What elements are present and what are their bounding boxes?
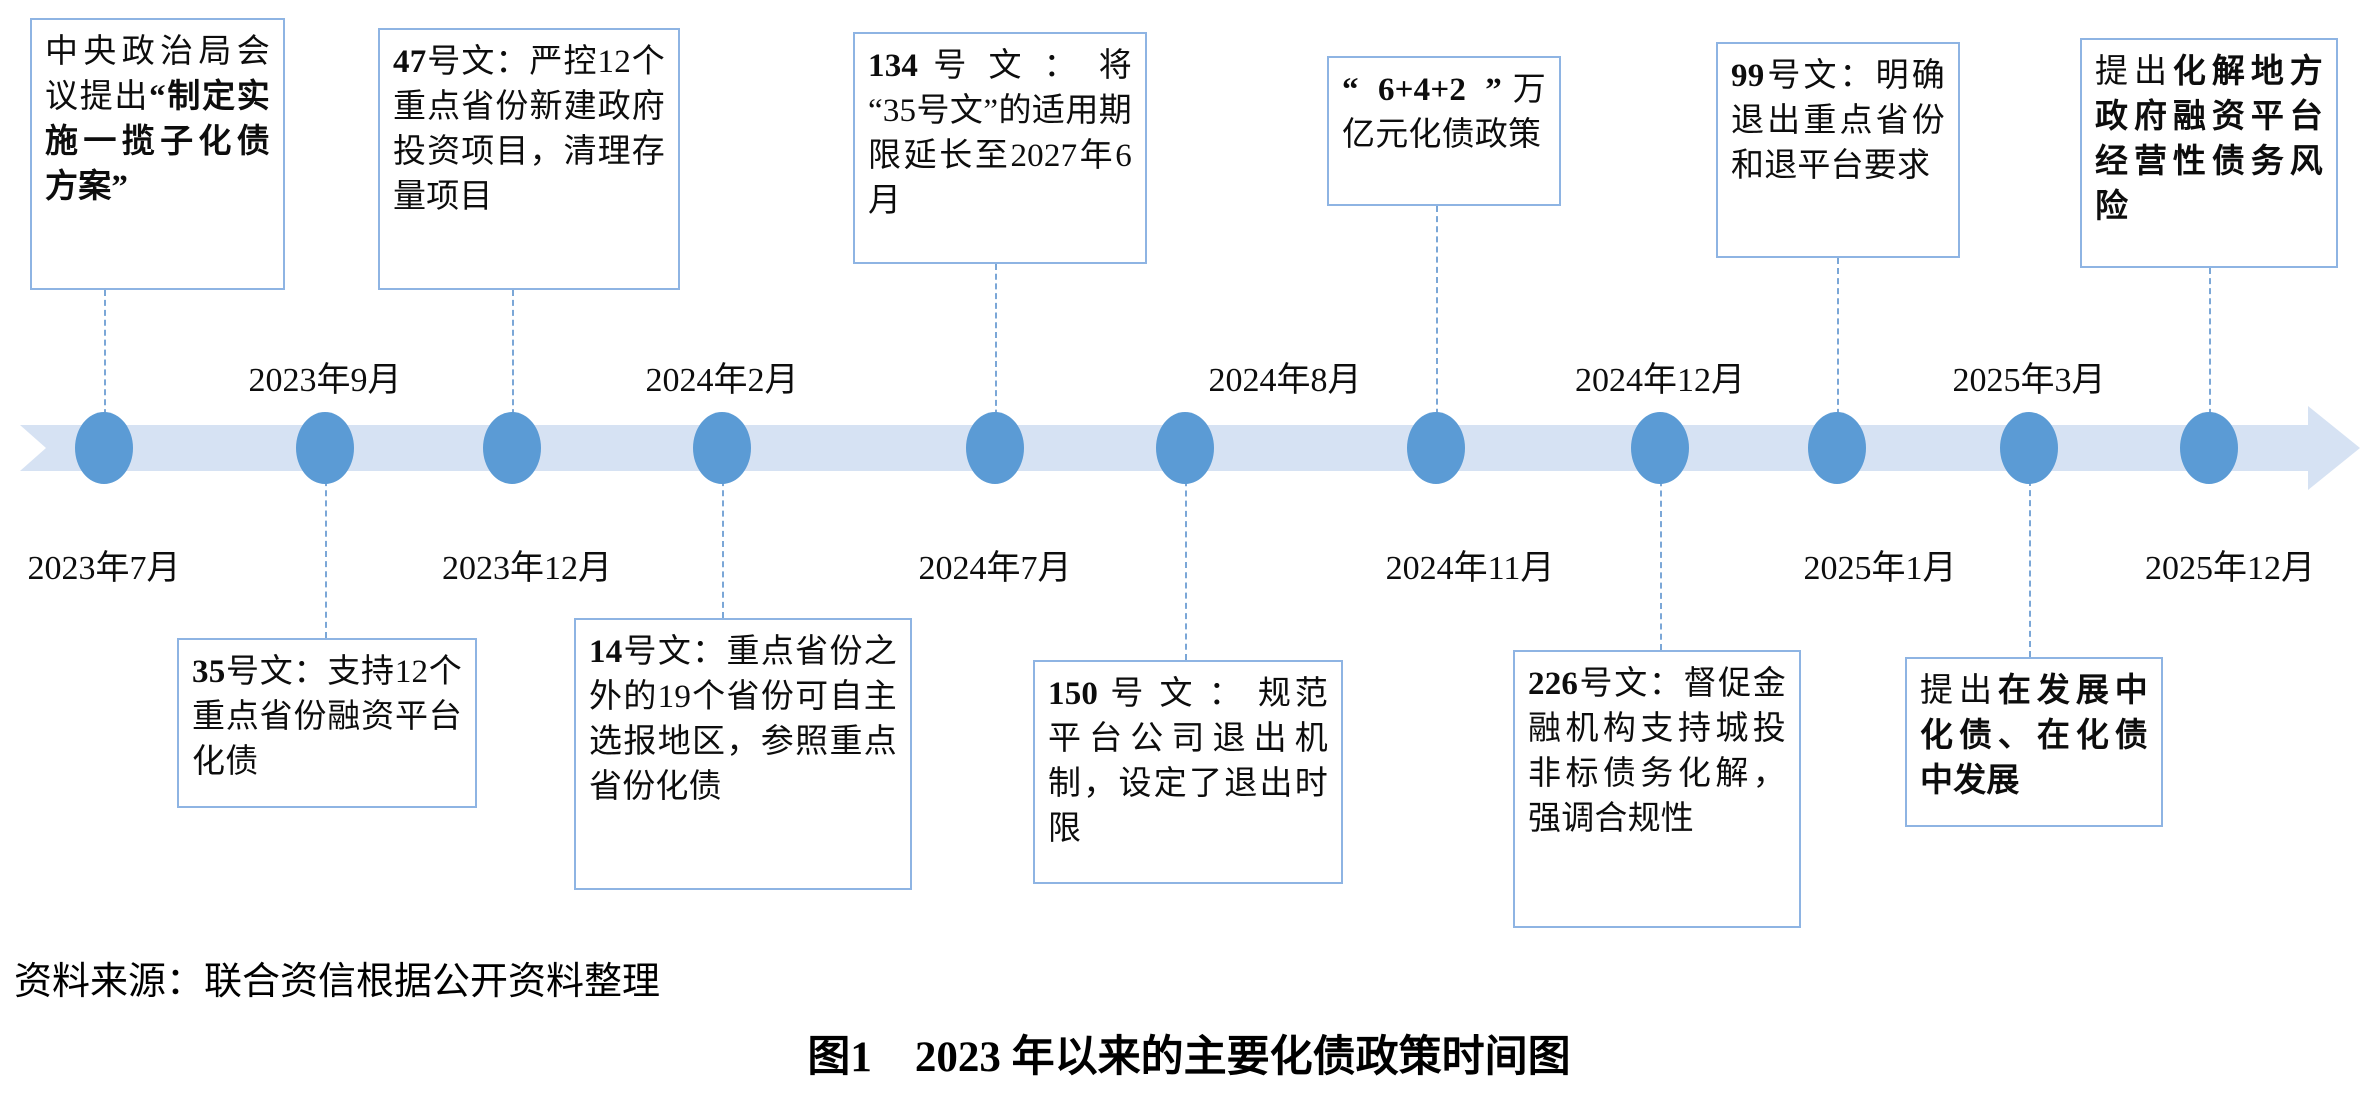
timeline-arrow-head	[2308, 406, 2360, 490]
callout-box-top-4: “ 6+4+2 ”万亿元化债政策	[1327, 56, 1561, 206]
date-label-2025-01: 2025年1月	[1803, 550, 1957, 587]
connector-line-top-1	[104, 290, 106, 435]
date-label-2024-07: 2024年7月	[918, 550, 1072, 587]
callout-box-bottom-1: 35号文：支持12个重点省份融资平台化债	[177, 638, 477, 808]
date-label-2024-11: 2024年11月	[1385, 550, 1555, 587]
date-label-2025-12: 2025年12月	[2145, 550, 2315, 587]
callout-text: 99号文：明确退出重点省份和退平台要求	[1731, 58, 1945, 184]
source-note: 资料来源：联合资信根据公开资料整理	[14, 961, 661, 1003]
timeline-node-2[interactable]	[296, 412, 354, 484]
callout-text: 提出化解地方政府融资平台经营性债务风险	[2095, 54, 2323, 225]
date-label-2024-12: 2024年12月	[1575, 362, 1745, 399]
callout-box-bottom-4: 226号文：督促金融机构支持城投非标债务化解，强调合规性	[1513, 650, 1801, 928]
timeline-node-5[interactable]	[966, 412, 1024, 484]
connector-line-bottom-3	[1185, 470, 1187, 660]
callout-text: 134 号 文 ： 将 “35号文”的适用期限延长至2027年6月	[868, 48, 1132, 219]
connector-line-top-3	[995, 264, 997, 435]
callout-box-top-1: 中央政治局会议提出“制定实施一揽子化债方案”	[30, 18, 285, 290]
callout-text: 35号文：支持12个重点省份融资平台化债	[192, 654, 462, 780]
timeline-node-6[interactable]	[1156, 412, 1214, 484]
timeline-node-11[interactable]	[2180, 412, 2238, 484]
callout-box-top-5: 99号文：明确退出重点省份和退平台要求	[1716, 42, 1960, 258]
callout-box-top-2: 47号文：严控12个重点省份新建政府投资项目，清理存量项目	[378, 28, 680, 290]
date-label-2023-09: 2023年9月	[248, 362, 402, 399]
connector-line-top-2	[512, 290, 514, 435]
connector-line-bottom-4	[1660, 470, 1662, 650]
callout-text: 提出在发展中化债、在化债中发展	[1920, 673, 2148, 799]
timeline-node-4[interactable]	[693, 412, 751, 484]
date-label-2024-08: 2024年8月	[1208, 362, 1362, 399]
callout-box-bottom-2: 14号文：重点省份之外的19个省份可自主选报地区，参照重点省份化债	[574, 618, 912, 890]
callout-box-top-6: 提出化解地方政府融资平台经营性债务风险	[2080, 38, 2338, 268]
timeline-node-1[interactable]	[75, 412, 133, 484]
connector-line-bottom-5	[2029, 470, 2031, 657]
callout-box-top-3: 134 号 文 ： 将 “35号文”的适用期限延长至2027年6月	[853, 32, 1147, 264]
figure-title: 图1 2023 年以来的主要化债政策时间图	[807, 1034, 1571, 1081]
timeline-node-7[interactable]	[1407, 412, 1465, 484]
timeline-node-8[interactable]	[1631, 412, 1689, 484]
connector-line-top-5	[1837, 258, 1839, 435]
callout-box-bottom-3: 150 号 文 ： 规范平台公司退出机制，设定了退出时限	[1033, 660, 1343, 884]
timeline-node-3[interactable]	[483, 412, 541, 484]
date-label-2025-03: 2025年3月	[1952, 362, 2106, 399]
callout-text: 中央政治局会议提出“制定实施一揽子化债方案”	[45, 34, 270, 205]
connector-line-top-6	[2209, 268, 2211, 435]
date-label-2024-02: 2024年2月	[645, 362, 799, 399]
timeline-band-tail	[20, 425, 46, 471]
callout-text: 226号文：督促金融机构支持城投非标债务化解，强调合规性	[1528, 666, 1786, 837]
timeline-node-9[interactable]	[1808, 412, 1866, 484]
callout-text: 14号文：重点省份之外的19个省份可自主选报地区，参照重点省份化债	[589, 634, 897, 805]
callout-text: “ 6+4+2 ”万亿元化债政策	[1342, 72, 1546, 153]
date-label-2023-12: 2023年12月	[442, 550, 612, 587]
timeline-node-10[interactable]	[2000, 412, 2058, 484]
date-label-2023-07: 2023年7月	[27, 550, 181, 587]
connector-line-top-4	[1436, 206, 1438, 435]
callout-text: 150 号 文 ： 规范平台公司退出机制，设定了退出时限	[1048, 676, 1328, 847]
callout-box-bottom-5: 提出在发展中化债、在化债中发展	[1905, 657, 2163, 827]
connector-line-bottom-2	[722, 470, 724, 618]
connector-line-bottom-1	[325, 470, 327, 638]
callout-text: 47号文：严控12个重点省份新建政府投资项目，清理存量项目	[393, 44, 665, 215]
